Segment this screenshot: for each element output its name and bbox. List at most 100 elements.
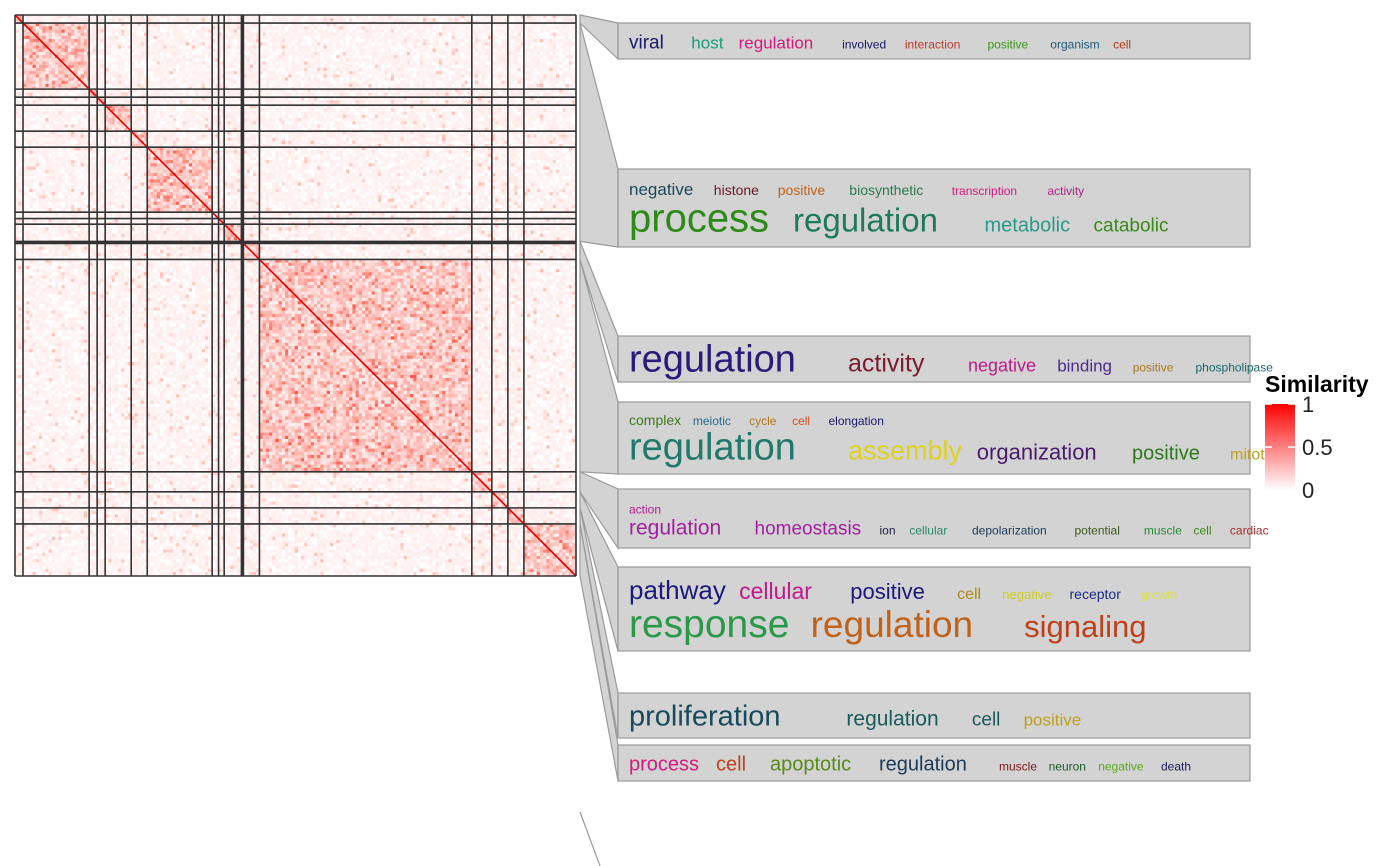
heatmap-cell: [359, 52, 362, 55]
heatmap-cell: [340, 61, 343, 64]
heatmap-cell: [100, 115, 103, 118]
heatmap-cell: [311, 65, 314, 68]
heatmap-cell: [417, 65, 420, 68]
heatmap-cell: [18, 29, 21, 32]
heatmap-cell: [26, 81, 29, 84]
heatmap-cell: [537, 84, 540, 87]
heatmap-cell: [49, 65, 52, 68]
heatmap-cell: [537, 58, 540, 61]
heatmap-cell: [346, 45, 349, 48]
heatmap-cell: [304, 39, 307, 42]
heatmap-cell: [543, 36, 546, 39]
heatmap-cell: [308, 33, 311, 36]
heatmap-cell: [234, 33, 237, 36]
heatmap-cell: [495, 49, 498, 52]
heatmap-cell: [384, 78, 387, 81]
heatmap-cell: [285, 52, 288, 55]
heatmap-cell: [205, 26, 208, 29]
heatmap-cell: [381, 61, 384, 64]
heatmap-cell: [301, 29, 304, 32]
heatmap-cell: [495, 18, 498, 21]
heatmap-cell: [458, 58, 461, 61]
heatmap-cell: [365, 52, 368, 55]
heatmap-cell: [365, 100, 368, 103]
heatmap-cell: [253, 81, 256, 84]
heatmap-cell: [173, 49, 176, 52]
heatmap-cell: [527, 29, 530, 32]
heatmap-cell: [365, 18, 368, 21]
heatmap-cell: [324, 36, 327, 39]
heatmap-cell: [266, 49, 269, 52]
heatmap-cell: [481, 49, 484, 52]
heatmap-cell: [495, 65, 498, 68]
heatmap-cell: [49, 39, 52, 42]
heatmap-cell: [368, 36, 371, 39]
heatmap-cell: [410, 78, 413, 81]
heatmap-cell: [291, 81, 294, 84]
heatmap-cell: [511, 81, 514, 84]
heatmap-cell: [52, 71, 55, 74]
heatmap-cell: [301, 49, 304, 52]
heatmap-cell: [485, 78, 488, 81]
heatmap-cell: [433, 92, 436, 95]
heatmap-cell: [121, 100, 124, 103]
heatmap-cell: [359, 78, 362, 81]
heatmap-cell: [121, 18, 124, 21]
heatmap-cell: [45, 26, 48, 29]
heatmap-cell: [154, 84, 157, 87]
heatmap-cell: [375, 33, 378, 36]
heatmap-cell: [407, 74, 410, 77]
heatmap-cell: [157, 26, 160, 29]
heatmap-cell: [205, 61, 208, 64]
heatmap-cell: [362, 36, 365, 39]
heatmap-cell: [68, 52, 71, 55]
heatmap-cell: [356, 42, 359, 45]
heatmap-cell: [420, 33, 423, 36]
heatmap-cell: [556, 33, 559, 36]
heatmap-cell: [439, 65, 442, 68]
heatmap-cell: [400, 81, 403, 84]
heatmap-cell: [314, 58, 317, 61]
heatmap-cell: [530, 29, 533, 32]
heatmap-cell: [195, 71, 198, 74]
heatmap-cell: [279, 45, 282, 48]
heatmap-cell: [108, 100, 111, 103]
heatmap-cell: [429, 26, 432, 29]
heatmap-cell: [534, 92, 537, 95]
heatmap-cell: [298, 55, 301, 58]
heatmap-cell: [71, 78, 74, 81]
heatmap-cell: [537, 61, 540, 64]
heatmap-cell: [381, 58, 384, 61]
heatmap-cell: [423, 29, 426, 32]
heatmap-cell: [138, 128, 141, 131]
heatmap-cell: [304, 33, 307, 36]
heatmap-cell: [518, 45, 521, 48]
heatmap-cell: [514, 61, 517, 64]
heatmap-cell: [410, 55, 413, 58]
heatmap-cell: [365, 81, 368, 84]
heatmap-cell: [394, 33, 397, 36]
heatmap-cell: [527, 68, 530, 71]
heatmap-cell: [394, 68, 397, 71]
heatmap-cell: [141, 55, 144, 58]
heatmap-cell: [45, 81, 48, 84]
heatmap-cell: [327, 68, 330, 71]
heatmap-cell: [295, 68, 298, 71]
heatmap-cell: [449, 45, 452, 48]
heatmap-cell: [417, 81, 420, 84]
heatmap-cell: [81, 55, 84, 58]
heatmap-cell: [29, 36, 32, 39]
heatmap-cell: [394, 55, 397, 58]
heatmap-cell: [74, 18, 77, 21]
heatmap-cell: [569, 78, 572, 81]
heatmap-cell: [18, 42, 21, 45]
heatmap-cell: [266, 42, 269, 45]
heatmap-cell: [112, 36, 115, 39]
heatmap-cell: [288, 52, 291, 55]
heatmap-cell: [514, 55, 517, 58]
heatmap-cell: [285, 49, 288, 52]
heatmap-cell: [121, 33, 124, 36]
heatmap-cell: [170, 61, 173, 64]
heatmap-cell: [247, 26, 250, 29]
heatmap-cell: [320, 71, 323, 74]
